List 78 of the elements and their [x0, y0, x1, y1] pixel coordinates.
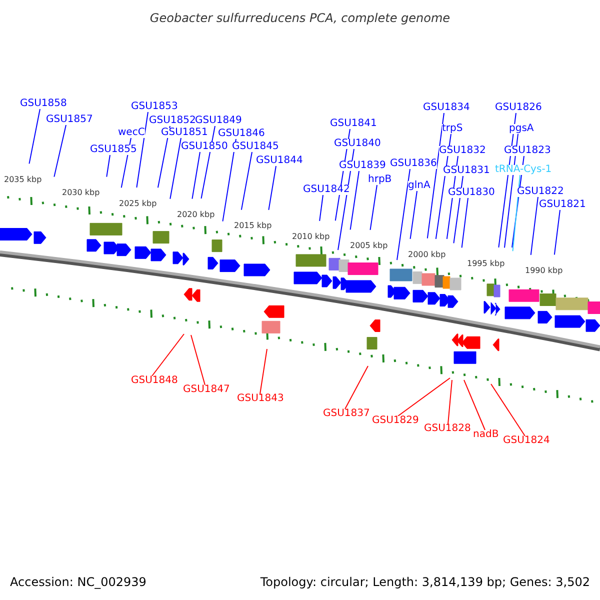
gene-label: GSU1834 [423, 103, 470, 113]
leader-line [240, 152, 252, 210]
gene-label: glnA [408, 181, 430, 191]
coordinate-label: 2035 kbp [4, 176, 42, 184]
leader-line [370, 184, 378, 230]
gene-label: trpS [442, 124, 463, 134]
gene-label: GSU1857 [46, 115, 93, 125]
gene-label: GSU1830 [448, 188, 495, 198]
gene-label: GSU1822 [517, 187, 564, 197]
leader-line [319, 194, 324, 222]
gene-label: GSU1839 [339, 161, 386, 171]
gene-label: GSU1850 [181, 142, 228, 152]
coordinate-label: 2015 kbp [234, 222, 272, 230]
gene-label: GSU1831 [443, 166, 490, 176]
leader-line [222, 138, 236, 222]
leader-line [398, 378, 450, 416]
gene-label: GSU1826 [495, 103, 542, 113]
gene-label: GSU1844 [256, 156, 303, 166]
leader-line [260, 348, 268, 394]
leader-line [448, 380, 452, 424]
gene-label: GSU1855 [90, 145, 137, 155]
gene-label: GSU1841 [330, 119, 377, 129]
leader-line [464, 380, 486, 430]
gene-label: GSU1828 [424, 424, 471, 434]
leader-line [200, 126, 216, 199]
gene-label: GSU1840 [334, 139, 381, 149]
gene-label: nadB [473, 430, 499, 440]
gene-label: GSU1853 [131, 102, 178, 112]
coordinate-label: 1995 kbp [467, 260, 505, 268]
leader-line [490, 384, 526, 436]
coordinate-label: 2010 kbp [292, 233, 330, 241]
gene-label: tRNA-Cys-1 [495, 165, 552, 175]
gene-label: GSU1848 [131, 376, 178, 386]
leader-line [350, 170, 360, 230]
leader-line [461, 198, 468, 248]
gene-label: GSU1847 [183, 385, 230, 395]
gene-label: GSU1849 [195, 116, 242, 126]
leader-line [530, 196, 538, 256]
gene-label: GSU1858 [20, 99, 67, 109]
gene-label: GSU1832 [439, 146, 486, 156]
leader-line [268, 166, 276, 210]
gene-label: GSU1843 [237, 394, 284, 404]
genome-summary: Topology: circular; Length: 3,814,139 bp; Genes: 3,502 [260, 576, 590, 588]
coordinate-label: 2025 kbp [119, 200, 157, 208]
accession-label: Accession: NC_002939 [10, 576, 146, 588]
coordinate-label: 2000 kbp [408, 251, 446, 259]
gene-label: hrpB [368, 175, 392, 185]
gene-label: GSU1846 [218, 129, 265, 139]
leader-line [512, 174, 520, 252]
leader-line [344, 366, 368, 410]
coordinate-label: 2005 kbp [350, 242, 388, 250]
gene-label: GSU1829 [372, 416, 419, 426]
gene-label: GSU1851 [161, 128, 208, 138]
gene-label: GSU1821 [539, 200, 586, 210]
coordinate-label: 1990 kbp [525, 267, 563, 275]
gene-label: wecC [118, 128, 145, 138]
leader-line [410, 190, 418, 240]
gene-label: GSU1852 [149, 116, 196, 126]
gene-label: GSU1845 [232, 142, 279, 152]
coordinate-label: 2020 kbp [177, 211, 215, 219]
leader-line [554, 210, 560, 256]
leader-line [54, 124, 66, 178]
gene-label: GSU1823 [504, 146, 551, 156]
leader-line [396, 168, 410, 260]
leader-line [28, 108, 40, 164]
leader-line [190, 334, 206, 386]
leader-line [192, 152, 200, 200]
gene-label: GSU1837 [323, 409, 370, 419]
leader-line [136, 112, 148, 188]
leader-line [106, 154, 110, 178]
gene-label: GSU1842 [303, 185, 350, 195]
gene-label: GSU1824 [503, 436, 550, 446]
coordinate-label: 2030 kbp [62, 189, 100, 197]
leader-line [152, 334, 184, 376]
leader-line [170, 138, 182, 200]
gene-label: pgsA [509, 124, 534, 134]
gene-label: GSU1836 [390, 159, 437, 169]
leader-line [426, 112, 444, 239]
